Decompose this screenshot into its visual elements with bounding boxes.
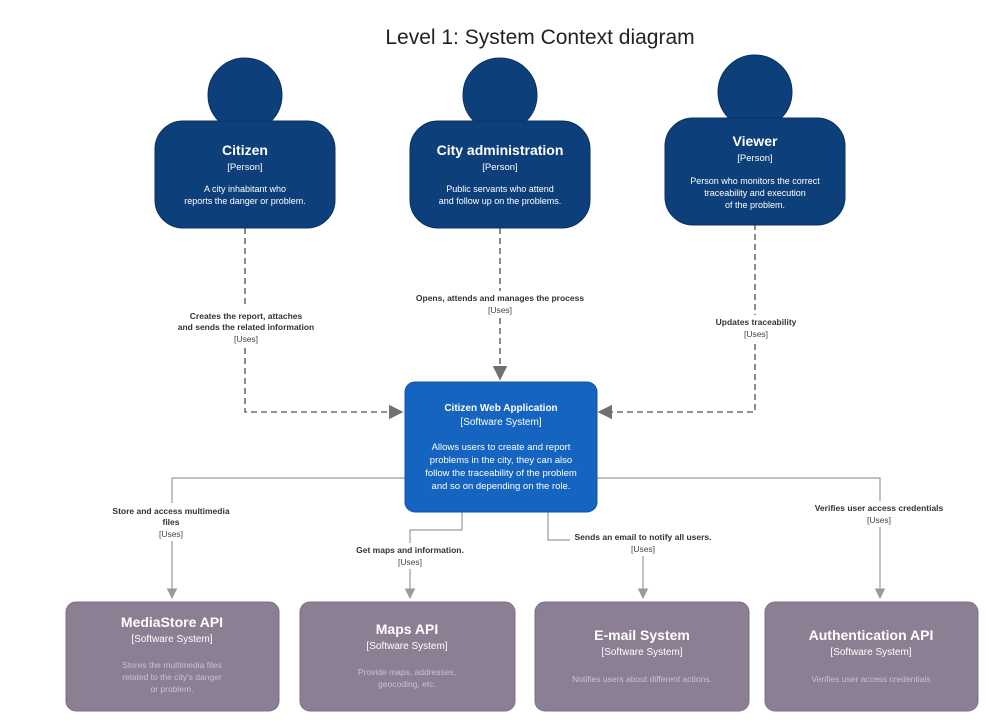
edge-tech: [Uses]	[744, 329, 768, 339]
edge-label-line: Verifies user access credentials	[815, 503, 944, 513]
central-system-description-line: Allows users to create and report	[432, 442, 571, 453]
external-system-box	[65, 601, 280, 712]
edge-viewer-line	[597, 224, 756, 420]
external-system-mediastore: MediaStore API [Software System] Stores …	[65, 601, 280, 712]
person-name: Viewer	[733, 133, 778, 149]
edge-label-admin: Opens, attends and manages the process […	[400, 291, 600, 317]
central-system-box	[404, 381, 598, 513]
external-system-description-line: geocoding, etc.	[378, 679, 436, 689]
external-system-description-line: Stores the multimedia files	[122, 660, 222, 670]
person-body	[409, 120, 591, 229]
external-system-box	[534, 601, 750, 712]
edge-tech: [Uses]	[398, 557, 422, 567]
external-system-box	[299, 601, 516, 712]
edge-label-line: files	[162, 517, 179, 527]
external-system-maps: Maps API [Software System] Provide maps,…	[299, 601, 516, 712]
edge-label-line: Get maps and information.	[356, 545, 464, 555]
relationships	[166, 224, 886, 600]
person-description-line: and follow up on the problems.	[439, 196, 562, 206]
external-system-description-line: Notifies users about different actions.	[572, 674, 712, 684]
person-description-line: traceability and execution	[704, 188, 806, 198]
external-system-name: E-mail System	[594, 627, 690, 643]
external-system-description-line: Verifies user access credentials	[811, 674, 930, 684]
edge-label-line: Sends an email to notify all users.	[575, 532, 712, 542]
central-system-description-line: follow the traceability of the problem	[425, 468, 577, 479]
edge-citizen-line	[244, 228, 404, 420]
edge-tech: [Uses]	[488, 305, 512, 315]
person-name: Citizen	[222, 142, 268, 158]
person-description-line: reports the danger or problem.	[184, 196, 306, 206]
central-system: Citizen Web Application [Software System…	[404, 381, 598, 513]
person-name: City administration	[437, 142, 564, 158]
external-system-type: [Software System]	[366, 641, 447, 652]
edge-label-auth: Verifies user access credentials [Uses]	[804, 501, 954, 527]
central-system-description-line: problems in the city, they can also	[430, 455, 572, 466]
external-system-description-line: related to the city's danger	[122, 672, 222, 682]
edge-label-viewer: Updates traceability [Uses]	[706, 315, 806, 341]
person-type: [Person]	[482, 162, 517, 173]
person-type: [Person]	[227, 162, 262, 173]
external-system-type: [Software System]	[830, 647, 911, 658]
edge-label-mediastore: Store and access multimedia files [Uses]	[104, 503, 236, 541]
edge-label-line: Store and access multimedia	[112, 506, 229, 516]
external-system-description-line: Provide maps, addresses,	[358, 667, 456, 677]
central-system-description-line: and so on depending on the role.	[432, 481, 571, 492]
edge-tech: [Uses]	[159, 529, 183, 539]
external-system-type: [Software System]	[601, 647, 682, 658]
person-body	[154, 120, 336, 229]
external-system-email: E-mail System [Software System] Notifies…	[534, 601, 750, 712]
person-city-administration: City administration [Person] Public serv…	[409, 57, 591, 229]
external-system-box	[764, 601, 979, 712]
external-system-name: MediaStore API	[121, 614, 223, 630]
person-body	[664, 117, 846, 226]
central-system-type: [Software System]	[460, 417, 541, 428]
person-description-line: A city inhabitant who	[204, 184, 286, 194]
person-type: [Person]	[737, 153, 772, 164]
edge-label-line: and sends the related information	[178, 322, 315, 332]
edge-tech: [Uses]	[867, 515, 891, 525]
edge-label-line: Creates the report, attaches	[190, 311, 303, 321]
external-system-authentication: Authentication API [Software System] Ver…	[764, 601, 979, 712]
edge-mediastore-line	[166, 477, 405, 600]
edge-auth-line	[597, 477, 886, 600]
edge-label-line: Updates traceability	[716, 317, 797, 327]
edge-tech: [Uses]	[234, 334, 258, 344]
edge-label-line: Opens, attends and manages the process	[416, 293, 584, 303]
external-system-name: Authentication API	[809, 627, 934, 643]
edge-label-email: Sends an email to notify all users. [Use…	[570, 530, 718, 556]
person-citizen: Citizen [Person] A city inhabitant who r…	[154, 57, 336, 229]
edge-label-maps: Get maps and information. [Uses]	[350, 543, 470, 569]
person-viewer: Viewer [Person] Person who monitors the …	[664, 54, 846, 226]
external-system-type: [Software System]	[131, 634, 212, 645]
edge-label-citizen: Creates the report, attaches and sends t…	[162, 308, 330, 346]
diagram-title: Level 1: System Context diagram	[385, 26, 694, 49]
edge-tech: [Uses]	[631, 544, 655, 554]
person-description-line: Public servants who attend	[446, 184, 554, 194]
person-description-line: of the problem.	[725, 200, 785, 210]
person-description-line: Person who monitors the correct	[690, 176, 820, 186]
external-system-description-line: or problem.	[151, 684, 194, 694]
external-system-name: Maps API	[376, 621, 439, 637]
central-system-name: Citizen Web Application	[444, 403, 557, 414]
